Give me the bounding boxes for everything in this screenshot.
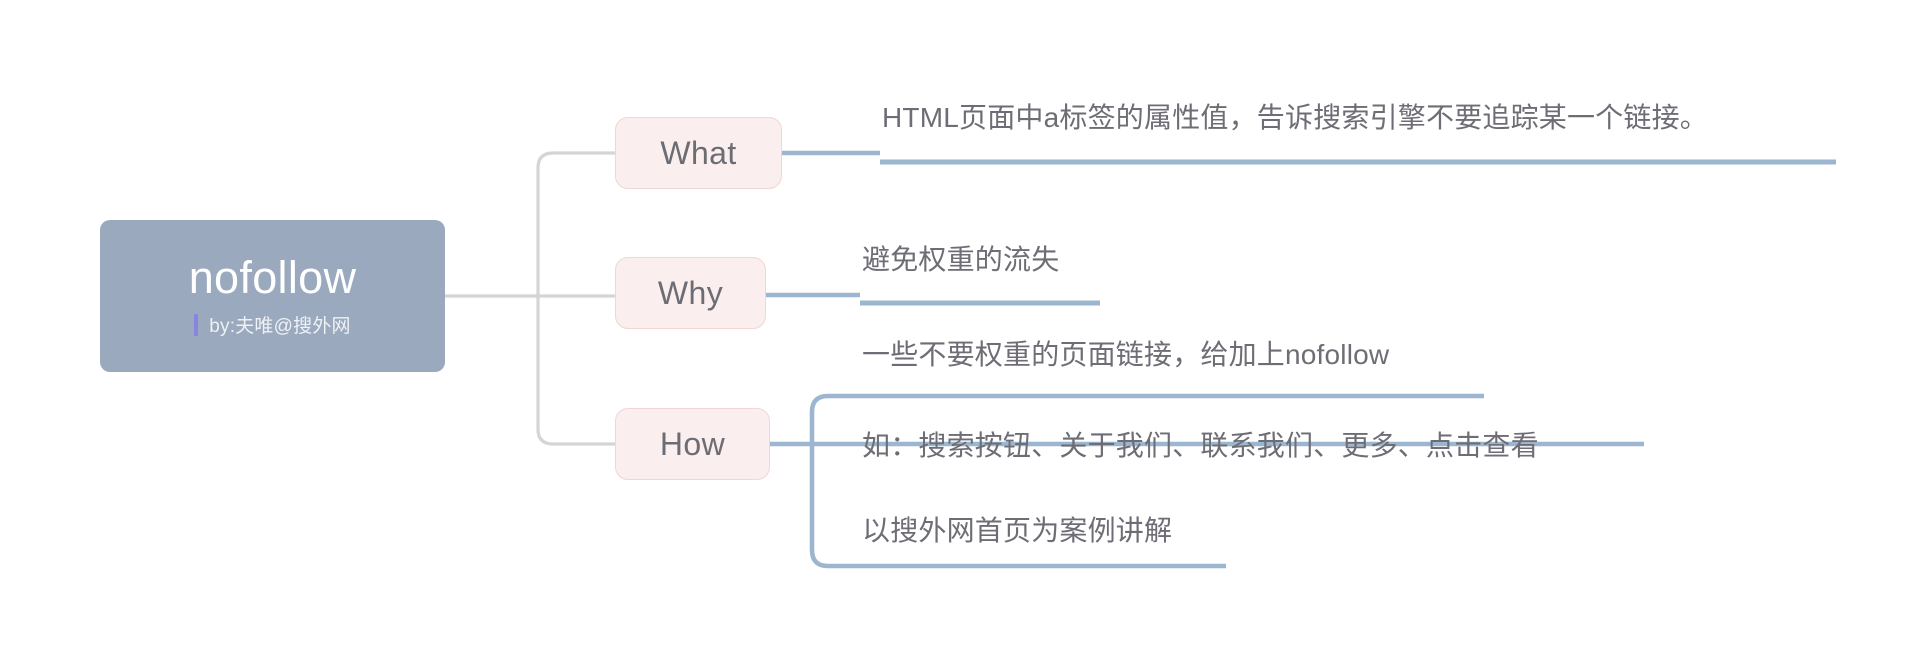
root-node-subtitle-row: by:夫唯@搜外网 — [194, 311, 351, 338]
leaf-node-how-1[interactable]: 一些不要权重的页面链接，给加上nofollow — [862, 339, 1390, 370]
root-bracket-to-how — [536, 296, 615, 446]
root-node-subtitle: by:夫唯@搜外网 — [209, 316, 351, 338]
root-node-title: nofollow — [188, 251, 357, 303]
branch-node-how[interactable]: How — [615, 408, 770, 480]
accent-bar-icon — [194, 313, 199, 336]
branch-node-why[interactable]: Why — [615, 257, 766, 329]
leaf-node-why-1[interactable]: 避免权重的流失 — [862, 244, 1060, 275]
root-node[interactable]: nofollow by:夫唯@搜外网 — [100, 220, 445, 372]
how-bracket-to-leaf-3 — [809, 444, 1226, 569]
leaf-node-what-1[interactable]: HTML页面中a标签的属性值，告诉搜索引擎不要追踪某一个链接。 — [882, 102, 1708, 133]
leaf-node-how-2[interactable]: 如：搜索按钮、关于我们、联系我们、更多、点击查看 — [862, 430, 1539, 461]
root-bracket-to-what — [536, 151, 615, 296]
branch-node-what[interactable]: What — [615, 117, 782, 189]
leaf-node-how-3[interactable]: 以搜外网首页为案例讲解 — [862, 515, 1173, 546]
